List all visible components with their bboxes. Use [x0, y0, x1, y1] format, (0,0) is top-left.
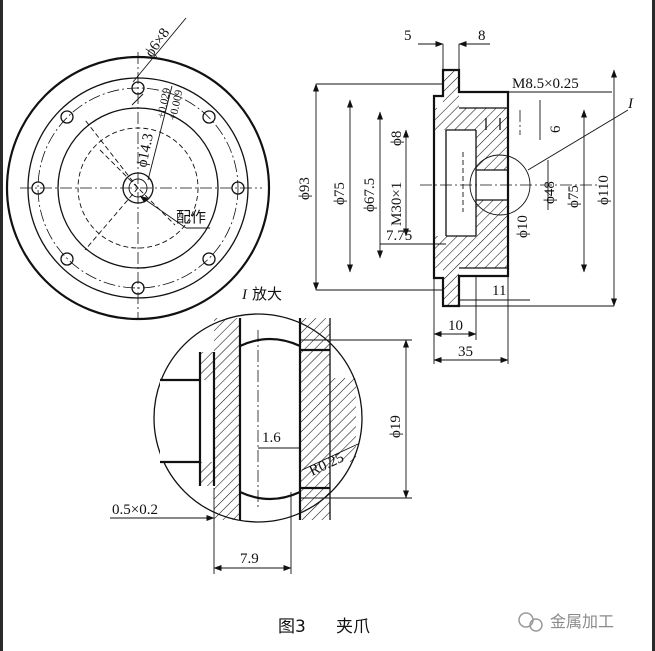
- detail-ref: I: [627, 96, 634, 112]
- dim-d75-right: ϕ75: [566, 185, 582, 208]
- radial-line: [99, 149, 176, 226]
- dim-d110: ϕ110: [596, 175, 612, 205]
- watermark: 金属加工: [518, 612, 614, 632]
- dim-d75-left: ϕ75: [332, 182, 348, 205]
- bolt-hole: [60, 110, 74, 124]
- hole-leader: [131, 93, 144, 106]
- left-border: [0, 0, 3, 651]
- note-leader: [139, 195, 187, 229]
- hatch-flange-bottom: [443, 268, 459, 306]
- dim-5: 5: [404, 28, 412, 44]
- figure-title: 夹爪: [336, 617, 370, 637]
- dim-d67-5: ϕ67.5: [362, 178, 378, 212]
- radial-line: [84, 187, 139, 251]
- detail-left-clear: [160, 380, 200, 462]
- detail-leader: [527, 109, 629, 171]
- thread-small-label: M8.5×0.25: [512, 76, 579, 92]
- hatch-core-top: [476, 130, 508, 170]
- mate-note: 配作: [176, 208, 206, 226]
- front-view: ϕ6×8 ϕ14.3 +0.029 +0.009 配作: [5, 17, 271, 321]
- dim-d48: ϕ48: [542, 181, 558, 204]
- dim-d93: ϕ93: [297, 177, 313, 200]
- bore-leader: [147, 85, 173, 181]
- bolt-hole: [202, 252, 216, 266]
- dim-1-6: 1.6: [262, 430, 281, 446]
- bolt-hole: [202, 110, 216, 124]
- hatch-body-top: [434, 108, 508, 130]
- right-border: [652, 0, 655, 651]
- radial-line: [84, 119, 139, 189]
- detail-title: 放大: [252, 285, 282, 303]
- hatch-flange-top: [443, 70, 459, 108]
- dim-35: 35: [458, 344, 473, 360]
- radius-leader: [301, 443, 359, 471]
- section-view: 5 8 M8.5×0.25 6 I ϕ93 ϕ75 ϕ67.5 M30×1 ϕ8…: [297, 28, 634, 364]
- chamfer-label: 0.5×0.2: [112, 502, 158, 518]
- bolt-hole: [31, 181, 45, 195]
- dim-6: 6: [548, 125, 564, 133]
- dim-10: 10: [448, 318, 463, 334]
- bolt-hole: [131, 81, 145, 95]
- detail-bore: [240, 346, 300, 492]
- dim-11: 11: [492, 283, 506, 299]
- bore-bottom-arc: [239, 491, 301, 501]
- dim-d19: ϕ19: [388, 415, 404, 438]
- bolt-hole: [131, 281, 145, 295]
- hatch-body-bottom: [434, 236, 508, 268]
- detail-boundary: [153, 313, 363, 523]
- hatch-core-bottom: [476, 200, 508, 236]
- holes-label: ϕ6×8: [142, 25, 173, 60]
- bolt-holes: [31, 81, 245, 295]
- bore-label: ϕ14.3: [134, 132, 157, 169]
- detail-title-ref: I: [241, 287, 248, 303]
- hole-leader: [132, 17, 187, 83]
- dim-d10: ϕ10: [515, 215, 531, 238]
- dim-d8: ϕ8: [389, 131, 405, 146]
- wechat-icon: [518, 612, 534, 628]
- bolt-hole: [60, 252, 74, 266]
- dim-7-9: 7.9: [240, 551, 259, 567]
- wechat-icon-2: [529, 618, 543, 632]
- watermark-text: 金属加工: [550, 612, 614, 631]
- dim-7-75: 7.75: [386, 228, 412, 244]
- bolt-hole: [231, 181, 245, 195]
- detail-groove: [200, 380, 214, 462]
- detail-view: I 放大 ϕ19 1.6: [110, 285, 412, 574]
- bore-top-arc: [239, 337, 301, 347]
- dim-8: 8: [478, 28, 486, 44]
- figure-number: 图3: [278, 617, 306, 637]
- thread-m30: M30×1: [389, 182, 405, 226]
- caption: 图3 夹爪: [278, 617, 370, 637]
